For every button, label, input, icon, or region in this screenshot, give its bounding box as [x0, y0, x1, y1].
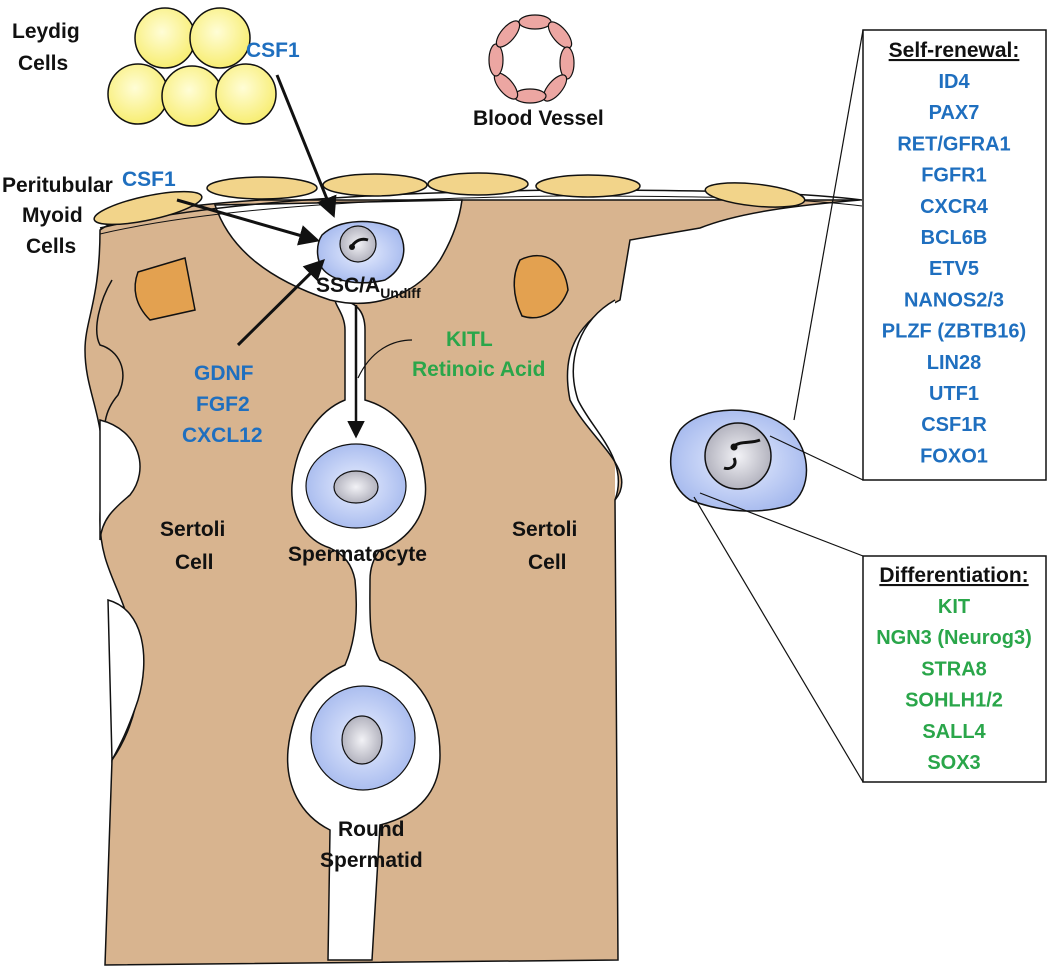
differentiation-item: SALL4 — [922, 721, 986, 743]
sertoli-nucleus-left — [134, 257, 196, 321]
round-spermatid-cell-icon — [310, 685, 416, 791]
leydig-cell — [189, 7, 251, 69]
sertoli-right-label-2: Cell — [528, 551, 567, 574]
spermatocyte-cell-icon — [305, 443, 407, 529]
callout-line-self-renewal-top — [793, 29, 864, 421]
myoid-cell — [93, 190, 203, 226]
kitl-label: KITL — [446, 328, 493, 351]
self_renewal-item: UTF1 — [929, 383, 979, 405]
myoid-cell — [704, 182, 806, 208]
self_renewal-item: PLZF (ZBTB16) — [882, 321, 1026, 343]
callout-line-diff-top — [699, 492, 864, 557]
spermatocyte-label: Spermatocyte — [288, 543, 427, 566]
peritubular-label: Peritubular — [2, 174, 113, 197]
myoid-cell — [322, 173, 428, 197]
sertoli-left-label-2: Cell — [175, 551, 214, 574]
self_renewal-item: CSF1R — [921, 414, 987, 436]
spermatid-label: Spermatid — [320, 849, 423, 872]
callout-line-self-renewal — [769, 435, 864, 481]
leydig-cell — [107, 63, 169, 125]
leydig-label: Leydig — [12, 20, 80, 43]
arrow-gdnf-to-ssc — [236, 259, 325, 347]
differentiation-item: SOHLH1/2 — [905, 690, 1003, 712]
myoid-cells-label: Cells — [26, 235, 76, 258]
self_renewal-item: CXCR4 — [920, 196, 989, 218]
self_renewal-item: FGFR1 — [921, 165, 987, 187]
self_renewal-item: NANOS2/3 — [904, 289, 1004, 311]
round-label: Round — [338, 818, 404, 841]
csf1-top-label: CSF1 — [246, 39, 300, 62]
ssc-cell-icon — [316, 220, 405, 284]
retinoic-acid-label: Retinoic Acid — [412, 358, 545, 381]
self_renewal-item: RET/GFRA1 — [897, 133, 1010, 155]
sertoli-nucleus-right — [513, 254, 569, 319]
self_renewal-item: BCL6B — [921, 227, 988, 249]
sertoli-left-notch-lower — [107, 599, 145, 763]
self-renewal-box — [862, 29, 1047, 481]
self-renewal-title: Self-renewal: — [889, 39, 1020, 62]
self_renewal-item: LIN28 — [927, 352, 981, 374]
callout-line-diff-bottom — [693, 496, 864, 783]
self_renewal-item: PAX7 — [929, 102, 980, 124]
differentiation-item: SOX3 — [927, 752, 980, 774]
csf1-left-label: CSF1 — [122, 168, 176, 191]
sertoli-left-edge — [96, 279, 124, 451]
differentiation-box — [862, 555, 1047, 783]
self_renewal-item: ID4 — [938, 71, 970, 93]
self_renewal-item: FOXO1 — [920, 445, 988, 467]
self_renewal-item: ETV5 — [929, 258, 979, 280]
leydig-cell — [134, 7, 196, 69]
fgf2-label: FGF2 — [196, 393, 250, 416]
sertoli-right-notch — [572, 299, 620, 501]
cxcl12-label: CXCL12 — [182, 424, 263, 447]
leydig-cell — [215, 63, 277, 125]
kitl-pointer-line — [357, 339, 413, 379]
sertoli-right-label: Sertoli — [512, 518, 577, 541]
leydig-label-2: Cells — [18, 52, 68, 75]
zoomed-ssc-cell-icon — [669, 409, 808, 512]
sertoli-tissue — [84, 199, 861, 966]
leydig-cell — [161, 65, 223, 127]
myoid-cell — [535, 174, 641, 198]
differentiation-title: Differentiation: — [879, 564, 1028, 587]
arrow-myoid-to-ssc — [176, 198, 321, 246]
sertoli-left-label: Sertoli — [160, 518, 225, 541]
blood-vessel-label: Blood Vessel — [473, 107, 604, 130]
blood-vessel-icon — [488, 14, 575, 104]
ssc-label: SSC/AUndiff — [316, 274, 421, 301]
differentiation-item: KIT — [938, 596, 970, 618]
sertoli-left-notch — [99, 419, 141, 541]
gdnf-label: GDNF — [194, 362, 254, 385]
differentiation-item: NGN3 (Neurog3) — [876, 627, 1032, 649]
myoid-cell — [206, 176, 318, 200]
arrow-leydig-to-ssc — [275, 74, 337, 218]
myoid-label: Myoid — [22, 204, 83, 227]
differentiation-item: STRA8 — [921, 658, 987, 680]
myoid-cell — [427, 172, 529, 196]
